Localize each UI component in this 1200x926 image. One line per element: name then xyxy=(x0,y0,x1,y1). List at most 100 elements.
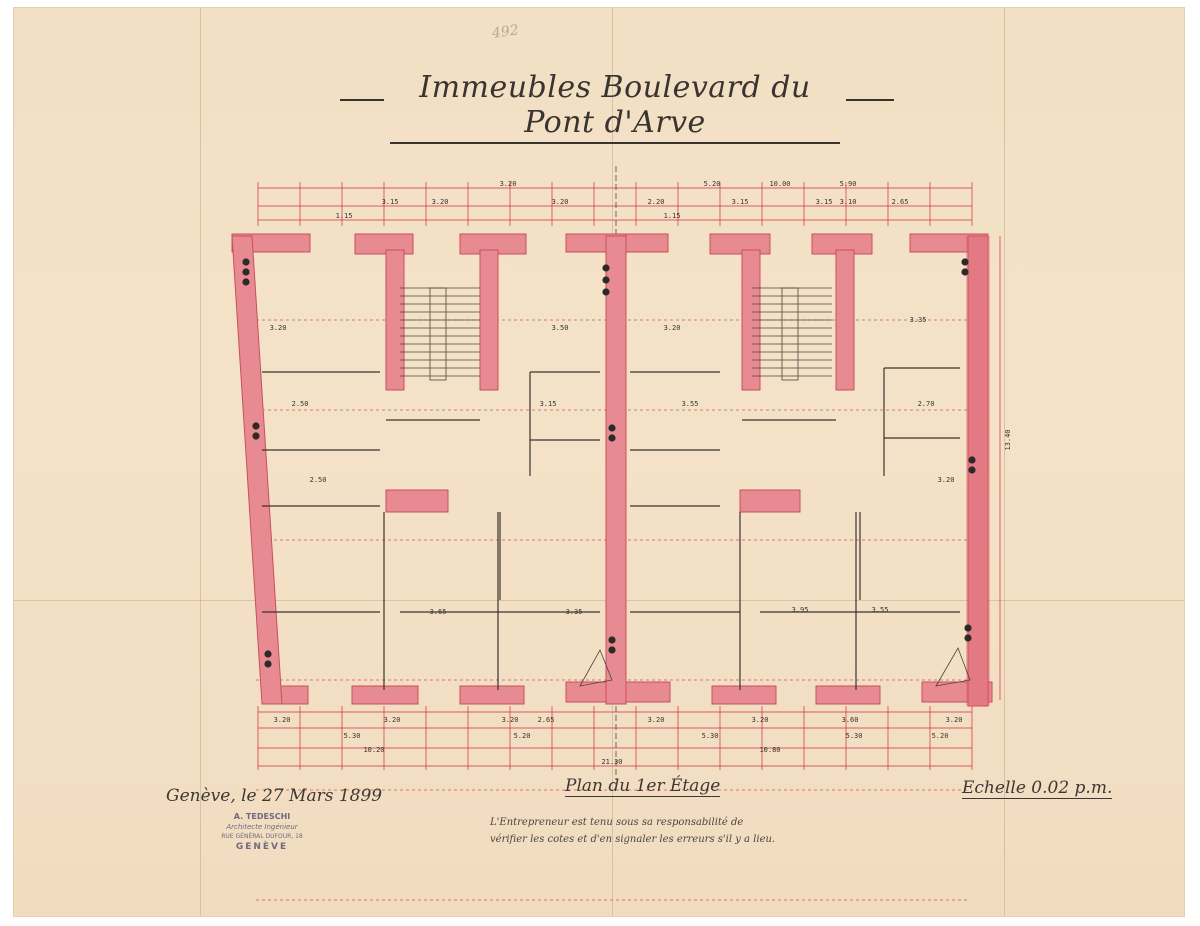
dimension-label: 5.20 xyxy=(932,732,949,740)
fold-line xyxy=(1004,8,1005,916)
wall-segment xyxy=(354,233,414,255)
dimension-label: 10.20 xyxy=(363,746,384,754)
dimension-label: 3.15 xyxy=(540,400,557,408)
flue xyxy=(964,624,972,632)
dimension-label: 3.15 xyxy=(732,198,749,206)
dimension-label: 2.20 xyxy=(648,198,665,206)
dimension-label: 2.65 xyxy=(538,716,555,724)
dimension-label: 3.20 xyxy=(664,324,681,332)
dimension-label: 3.60 xyxy=(842,716,859,724)
flue xyxy=(242,268,250,276)
dimension-label: 5.30 xyxy=(344,732,361,740)
dimension-label: 2.65 xyxy=(892,198,909,206)
wall-segment xyxy=(815,685,881,705)
flue xyxy=(602,264,610,272)
dimension-label: 3.55 xyxy=(872,606,889,614)
note-line: L'Entrepreneur est tenu sous sa responsa… xyxy=(490,817,744,828)
dimension-label: 10.00 xyxy=(769,180,790,188)
dimension-label: 3.50 xyxy=(552,324,569,332)
chimney-flues xyxy=(242,258,976,668)
dimension-label: 3.65 xyxy=(430,608,447,616)
flue xyxy=(968,466,976,474)
fold-line xyxy=(200,8,201,916)
dimension-label: 5.30 xyxy=(702,732,719,740)
flue xyxy=(252,422,260,430)
plan-name: Plan du 1er Étage xyxy=(565,776,721,797)
contractor-note: L'Entrepreneur est tenu sous sa responsa… xyxy=(490,814,810,848)
spiral-stair xyxy=(935,647,971,687)
flue xyxy=(608,424,616,432)
wall-segment xyxy=(967,235,989,707)
flue xyxy=(242,278,250,286)
dimension-label: 3.20 xyxy=(432,198,449,206)
flue xyxy=(608,636,616,644)
dimension-label: 3.20 xyxy=(752,716,769,724)
dimension-label: 10.80 xyxy=(759,746,780,754)
interior-lines xyxy=(262,367,960,690)
wall-segment xyxy=(835,249,855,391)
dimension-label: 3.20 xyxy=(552,198,569,206)
wall-segment xyxy=(605,235,627,705)
wall-segment xyxy=(479,249,499,391)
wall-segment xyxy=(711,685,777,705)
wall-segment xyxy=(739,489,801,513)
dimension-label: 3.20 xyxy=(502,716,519,724)
dimension-label: 5.30 xyxy=(846,732,863,740)
flue xyxy=(961,258,969,266)
wall-segment xyxy=(385,489,449,513)
spiral-stair xyxy=(579,649,613,687)
dimension-label: 5.20 xyxy=(704,180,721,188)
dimension-label: 2.50 xyxy=(292,400,309,408)
dimension-label: 3.95 xyxy=(792,606,809,614)
note-line: vérifier les cotes et d'en signaler les … xyxy=(490,834,776,845)
dimension-label: 3.35 xyxy=(566,608,583,616)
stair-well xyxy=(429,287,447,381)
wall-segment xyxy=(709,233,771,255)
paper-sheet xyxy=(14,8,1184,916)
dimension-label: 3.10 xyxy=(840,198,857,206)
stamp-role: Architecte Ingénieur xyxy=(226,823,298,831)
dimension-label: 3.20 xyxy=(274,716,291,724)
dimension-label: 2.50 xyxy=(310,476,327,484)
flue xyxy=(961,268,969,276)
wall-left-slanted xyxy=(231,235,283,705)
architect-stamp: A. TEDESCHI Architecte Ingénieur RUE GÉN… xyxy=(212,812,312,852)
dimension-label: 3.20 xyxy=(938,476,955,484)
wall-segment xyxy=(625,233,669,253)
fold-line xyxy=(14,600,1184,601)
flue xyxy=(602,276,610,284)
dimension-label: 2.70 xyxy=(918,400,935,408)
place-date: Genève, le 27 Mars 1899 xyxy=(166,786,383,806)
dimension-label: 3.20 xyxy=(946,716,963,724)
flue xyxy=(608,434,616,442)
staircases xyxy=(400,287,971,687)
wall-segment xyxy=(459,685,525,705)
dimension-label: 5.20 xyxy=(514,732,531,740)
walls xyxy=(231,233,993,707)
dimension-label: 3.55 xyxy=(682,400,699,408)
dimension-label: 3.20 xyxy=(648,716,665,724)
dimension-label: 1.15 xyxy=(664,212,681,220)
dimension-label: 3.35 xyxy=(910,316,927,324)
dimension-label: 1.15 xyxy=(336,212,353,220)
flue xyxy=(252,432,260,440)
stamp-city: GENÈVE xyxy=(235,842,289,852)
flue xyxy=(608,646,616,654)
wall-segment xyxy=(351,685,419,705)
dimension-label: 3.15 xyxy=(816,198,833,206)
flue xyxy=(264,660,272,668)
flue xyxy=(602,288,610,296)
dimension-label: 21.30 xyxy=(601,758,622,766)
stamp-name: A. TEDESCHI xyxy=(233,812,291,821)
stamp-address: RUE GÉNÉRAL DUFOUR, 18 xyxy=(221,833,303,840)
scale-label: Echelle 0.02 p.m. xyxy=(962,778,1113,799)
flue xyxy=(968,456,976,464)
dimension-label: 3.20 xyxy=(384,716,401,724)
dimension-label: 3.15 xyxy=(382,198,399,206)
dimension-label: 3.20 xyxy=(270,324,287,332)
flue xyxy=(964,634,972,642)
drawing-title: Immeubles Boulevard du Pont d'Arve xyxy=(390,70,840,144)
flue xyxy=(242,258,250,266)
